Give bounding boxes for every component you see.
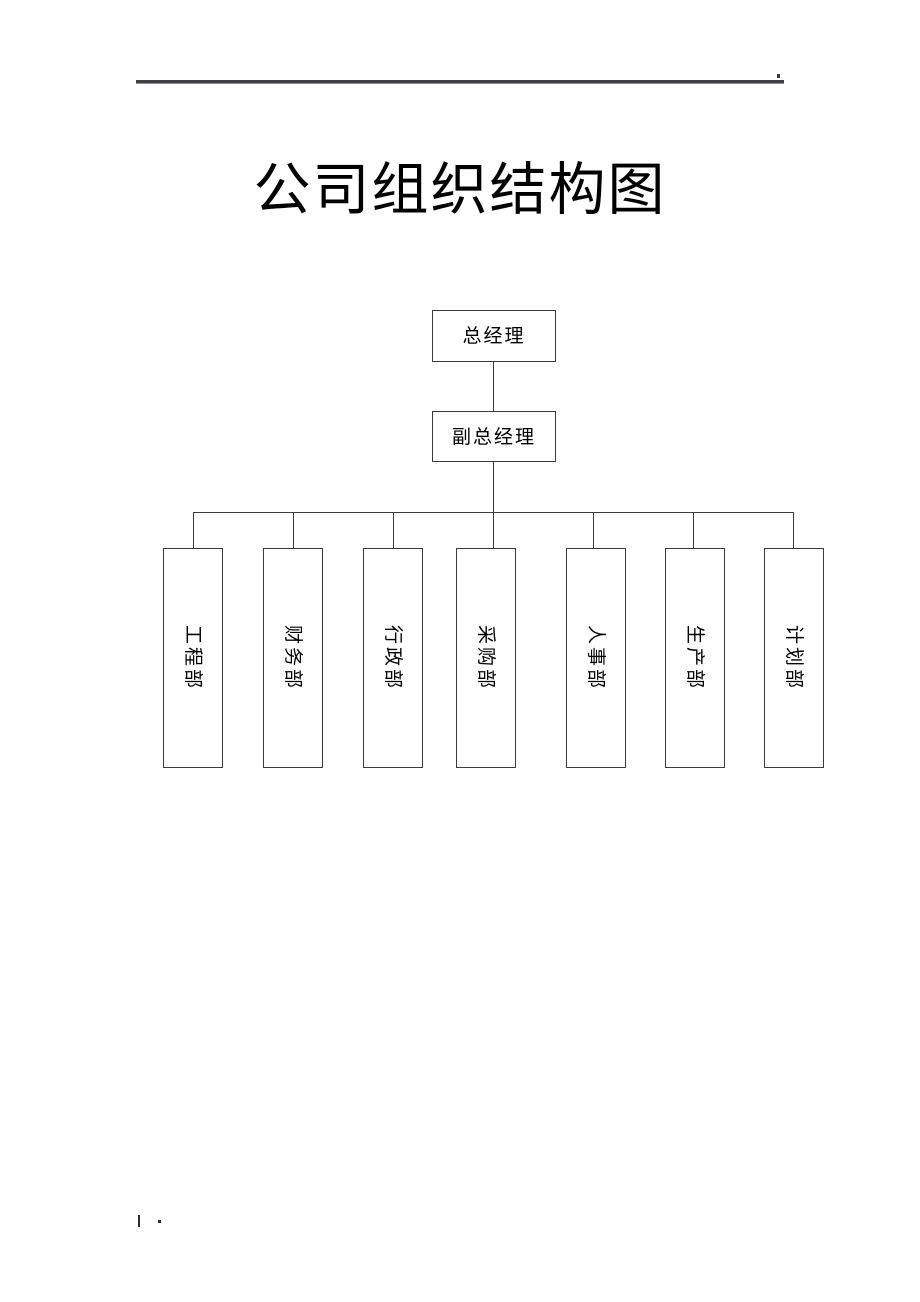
connector-drop-engineering — [193, 512, 194, 548]
org-node-label: 人事部 — [585, 624, 608, 692]
org-node-label: 工程部 — [182, 624, 205, 692]
footer-artifact-mark-right — [158, 1220, 161, 1223]
org-node-finance-department[interactable]: 财务部 — [263, 548, 323, 768]
org-node-administration-department[interactable]: 行政部 — [363, 548, 423, 768]
header-artifact-mark — [777, 74, 780, 78]
org-node-production-department[interactable]: 生产部 — [665, 548, 725, 768]
footer-artifact-mark-left — [138, 1215, 140, 1227]
connector-drop-finance — [293, 512, 294, 548]
connector-dgm-to-bus — [493, 462, 494, 513]
header-rule — [136, 80, 784, 83]
org-node-deputy-general-manager[interactable]: 副总经理 — [432, 411, 556, 462]
org-node-planning-department[interactable]: 计划部 — [764, 548, 824, 768]
org-node-label: 总经理 — [462, 325, 526, 347]
org-node-procurement-department[interactable]: 采购部 — [456, 548, 516, 768]
org-node-hr-department[interactable]: 人事部 — [566, 548, 626, 768]
connector-drop-production — [693, 512, 694, 548]
org-node-label: 计划部 — [783, 624, 806, 692]
connector-drop-administration — [393, 512, 394, 548]
connector-drop-planning — [793, 512, 794, 548]
page-title: 公司组织结构图 — [253, 157, 667, 223]
org-node-general-manager[interactable]: 总经理 — [432, 310, 556, 362]
org-node-label: 财务部 — [282, 624, 305, 692]
connector-gm-to-dgm — [493, 362, 494, 411]
connector-drop-hr — [593, 512, 594, 548]
org-node-label: 副总经理 — [451, 425, 536, 448]
org-node-label: 行政部 — [382, 624, 405, 692]
org-node-label: 生产部 — [684, 624, 707, 692]
org-node-label: 采购部 — [475, 624, 498, 692]
org-node-engineering-department[interactable]: 工程部 — [163, 548, 223, 768]
connector-drop-procurement — [493, 512, 494, 548]
